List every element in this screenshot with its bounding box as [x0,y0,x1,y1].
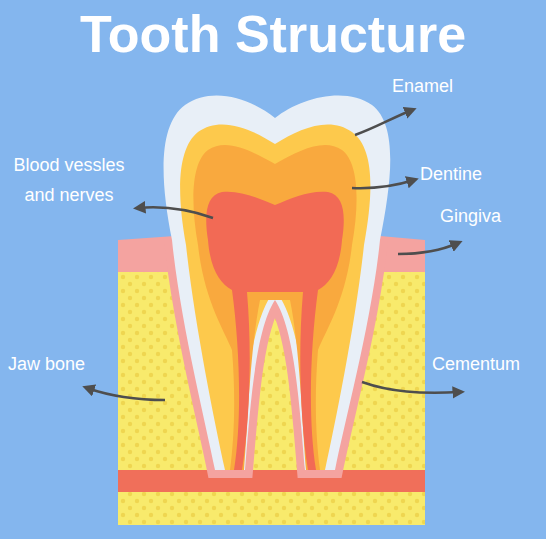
leader-arrow [138,207,213,218]
part-label: Gingiva [440,204,501,228]
part-label: Dentine [420,162,482,186]
part-label: Enamel [392,74,453,98]
leader-arrow [355,110,412,135]
leader-arrow [87,388,165,400]
blood-vessel-band [118,470,425,492]
inner-dentine [193,145,356,470]
part-label: Cementum [432,352,520,376]
dentine [180,124,370,470]
leader-arrow [352,180,414,188]
enamel [164,95,391,470]
leader-arrow [362,382,460,393]
part-label: Blood vessles and nerves [4,150,134,210]
pulp [206,192,344,470]
part-label: Jaw bone [8,352,85,376]
leader-arrow [398,243,458,254]
title: Tooth Structure [0,2,546,66]
periodontal-ligament [164,238,391,470]
